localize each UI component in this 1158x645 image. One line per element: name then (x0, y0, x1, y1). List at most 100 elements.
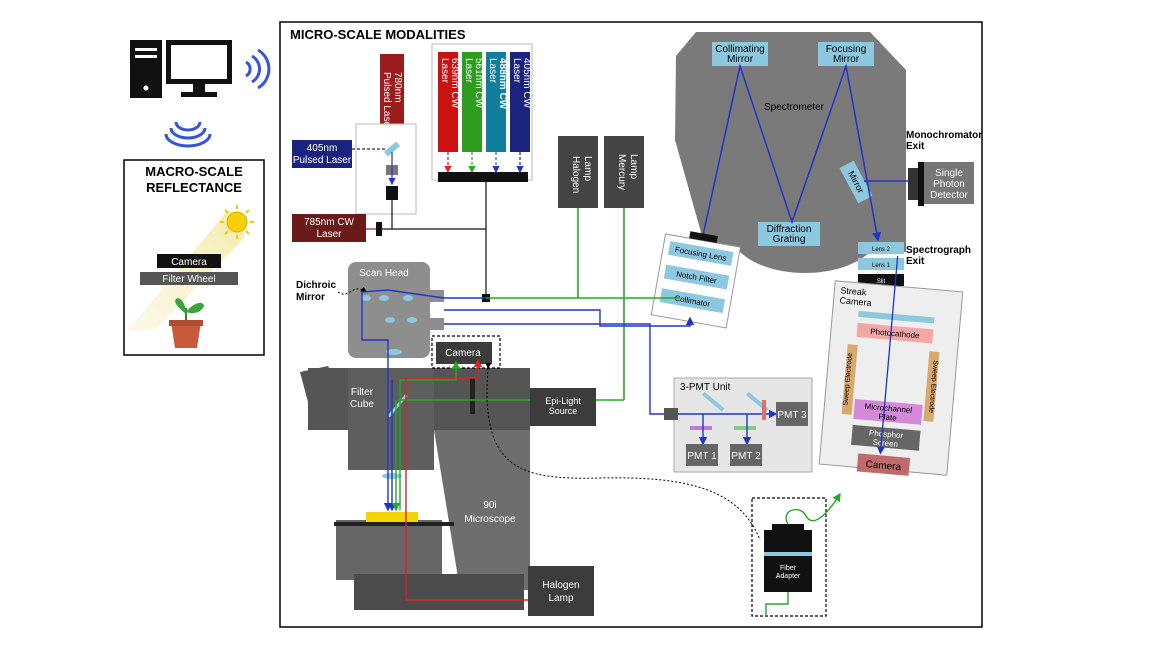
plant-icon (169, 298, 204, 348)
svg-text:Pulsed Laser: Pulsed Laser (293, 155, 352, 166)
svg-text:Laser: Laser (316, 229, 342, 240)
slit (858, 274, 904, 286)
laser-639-cw: 639nm CW Laser (438, 52, 460, 152)
svg-text:Source: Source (549, 406, 578, 416)
laser-405-pulsed: 405nm Pulsed Laser (292, 140, 352, 168)
svg-text:Monochromator: Monochromator (906, 130, 982, 141)
svg-text:Sweep Electrode: Sweep Electrode (927, 360, 939, 413)
streak-camera-detector (856, 453, 911, 476)
photocathode (856, 322, 934, 344)
microscope-body (300, 262, 596, 616)
spectrometer-input-optics: Focusing Lens Notch Filter Collimator (650, 231, 741, 329)
halogen-lamp-top: Halogen Lamp (558, 136, 598, 208)
svg-text:780nm: 780nm (392, 72, 403, 103)
scan-head-label: Scan Head (359, 268, 408, 279)
svg-text:405nm CW: 405nm CW (521, 58, 532, 109)
svg-text:Photon: Photon (933, 179, 965, 190)
svg-text:Sweep Electrode: Sweep Electrode (842, 353, 854, 406)
svg-text:Screen: Screen (872, 438, 898, 449)
svg-text:Single: Single (935, 168, 963, 179)
spectrometer-label: Spectrometer (764, 102, 825, 113)
svg-text:Lamp: Lamp (582, 156, 593, 181)
svg-text:Adapter: Adapter (776, 573, 801, 580)
svg-text:Microscope: Microscope (464, 514, 516, 525)
svg-text:PMT 1: PMT 1 (687, 451, 717, 462)
lens-1 (858, 258, 904, 270)
svg-text:Grating: Grating (773, 234, 806, 245)
svg-text:Photocathode: Photocathode (870, 327, 921, 340)
spectrometer: Collimating Mirror Focusing Mirror Spect… (675, 32, 932, 273)
svg-text:Laser: Laser (463, 58, 474, 84)
lens-2 (858, 242, 904, 254)
svg-text:Microchannel: Microchannel (864, 402, 912, 415)
svg-text:Slit: Slit (877, 279, 886, 285)
filter-wheel (140, 272, 238, 285)
svg-text:Focusing: Focusing (826, 44, 867, 55)
svg-text:90i: 90i (483, 500, 496, 511)
wireless-signal-icon-2 (164, 121, 212, 148)
macro-title-1: MACRO-SCALE (145, 164, 243, 179)
sunlight-beam (128, 210, 245, 330)
svg-text:Halogen: Halogen (570, 156, 581, 193)
svg-text:3-PMT Unit: 3-PMT Unit (680, 382, 731, 393)
svg-text:488nm CW: 488nm CW (497, 58, 508, 110)
fiber-routing (382, 182, 487, 296)
svg-text:Laser: Laser (439, 58, 450, 84)
laser-785-cw: 785nm CW Laser (292, 214, 366, 242)
sweep-electrode-right (923, 351, 940, 422)
epi-light-source (530, 388, 596, 426)
svg-text:Mirror: Mirror (296, 292, 325, 303)
svg-text:Mirror: Mirror (833, 54, 860, 65)
svg-text:Mirror: Mirror (727, 54, 754, 65)
svg-text:Exit: Exit (906, 141, 925, 152)
svg-text:Laser: Laser (487, 58, 498, 84)
svg-text:Lens 1: Lens 1 (872, 263, 891, 269)
sweep-electrode-left (841, 344, 858, 415)
phosphor-screen (851, 424, 921, 451)
svg-text:Lamp: Lamp (548, 593, 573, 604)
flip-mirror: Mirror (839, 160, 873, 204)
fiber-adapter: Fiber Adapter (751, 492, 841, 617)
svg-text:Phosphor: Phosphor (869, 428, 904, 440)
svg-text:Exit: Exit (906, 256, 925, 267)
mercury-lamp: Mercury Lamp (604, 136, 644, 208)
svg-text:Detector: Detector (930, 190, 968, 201)
sun-icon (220, 205, 254, 239)
halogen-lamp-bottom (528, 566, 594, 616)
streak-camera: Streak Camera Photocathode Sweep Electro… (818, 256, 964, 476)
svg-text:Spectrograph: Spectrograph (906, 245, 971, 256)
svg-text:Epi-Light: Epi-Light (545, 396, 581, 406)
svg-text:Halogen: Halogen (542, 580, 579, 591)
scan-head (348, 262, 430, 358)
svg-text:Pulsed Laser: Pulsed Laser (381, 72, 392, 131)
svg-text:Cube: Cube (350, 399, 374, 410)
svg-text:Camera: Camera (839, 295, 872, 308)
svg-text:Camera: Camera (865, 459, 902, 473)
svg-text:639nm CW: 639nm CW (449, 58, 460, 109)
pmt-3 (776, 402, 808, 426)
svg-text:Fiber: Fiber (780, 565, 797, 572)
macro-panel: MACRO-SCALE REFLECTANCE Camera Filter Wh… (123, 159, 265, 356)
svg-text:561nm CW: 561nm CW (473, 58, 484, 109)
filter-wheel-label: Filter Wheel (162, 274, 215, 285)
svg-text:Lamp: Lamp (628, 154, 639, 179)
sample-stage (366, 512, 418, 522)
svg-text:Laser: Laser (511, 58, 522, 84)
svg-text:Filter: Filter (351, 387, 374, 398)
single-photon-detector (924, 162, 974, 204)
macro-camera (157, 254, 221, 268)
computer-icon (130, 40, 232, 98)
microchannel-plate (853, 398, 923, 425)
laser-405-cw: 405nm CW Laser (510, 52, 532, 152)
svg-text:405nm: 405nm (307, 143, 338, 154)
pmt-2 (730, 444, 762, 466)
diffraction-grating (758, 222, 820, 246)
laser-561-cw: 561nm CW Laser (462, 52, 484, 152)
svg-text:Diffraction: Diffraction (767, 224, 812, 235)
svg-text:Mercury: Mercury (616, 154, 627, 190)
macro-camera-label: Camera (171, 257, 207, 268)
micro-title: MICRO-SCALE MODALITIES (290, 27, 466, 42)
svg-text:PMT 3: PMT 3 (777, 410, 807, 421)
collimating-mirror (712, 42, 768, 66)
